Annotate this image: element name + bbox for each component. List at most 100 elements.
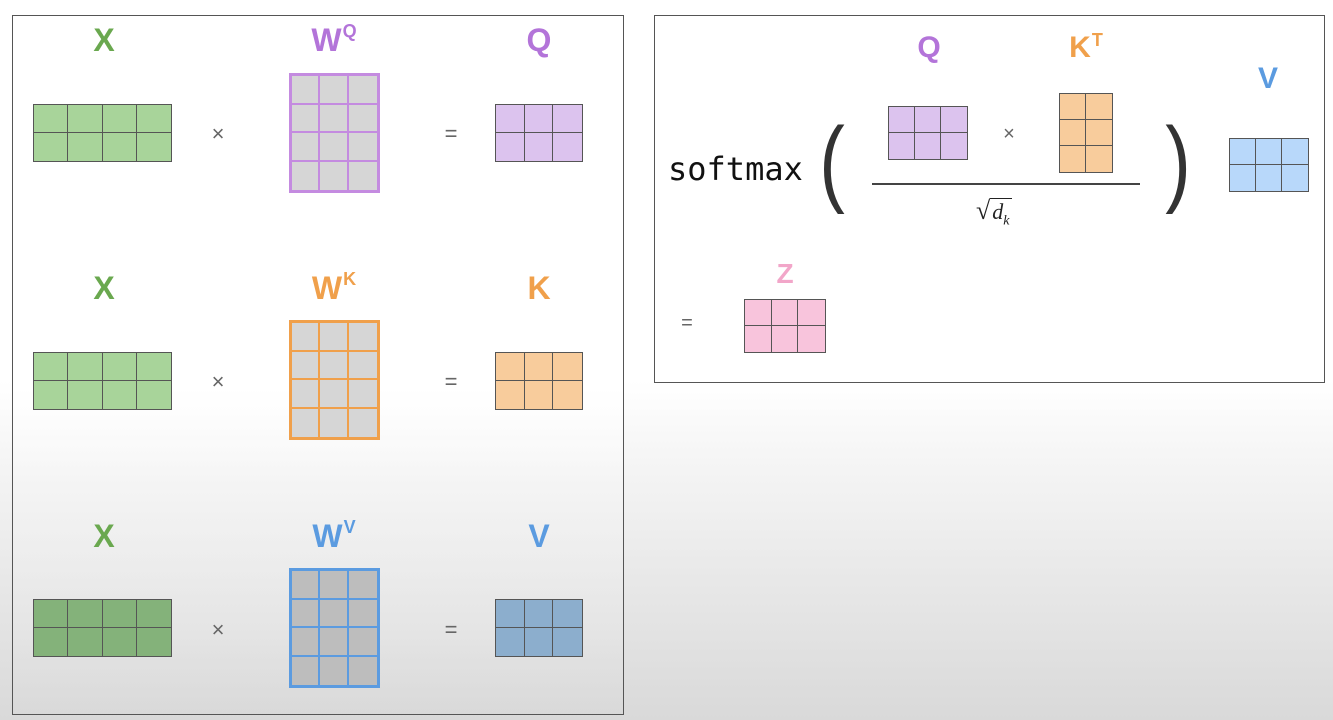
matrix-cell <box>320 408 349 437</box>
matrix-cell <box>1230 139 1256 165</box>
matrix-cell <box>496 353 525 381</box>
matrix-cell <box>553 353 582 381</box>
matrix-cell <box>524 600 554 628</box>
matrix-cell <box>34 105 69 133</box>
x-label: X <box>93 518 115 554</box>
matrix-cell <box>320 104 349 133</box>
kt-matrix <box>1059 93 1113 173</box>
matrix-cell <box>348 323 377 352</box>
matrix-cell <box>496 133 525 161</box>
matrix-cell <box>524 353 554 381</box>
matrix-cell <box>745 300 772 326</box>
matrix-cell <box>1060 146 1086 172</box>
x-matrix <box>33 599 172 657</box>
matrix-cell <box>137 381 171 409</box>
matrix-cell <box>889 107 915 133</box>
matrix-cell <box>889 133 915 159</box>
matrix-cell <box>103 628 137 656</box>
wv-matrix <box>289 568 380 688</box>
matrix-cell <box>553 105 582 133</box>
matrix-cell <box>348 133 377 162</box>
matrix-cell <box>320 351 349 380</box>
v-matrix <box>495 599 583 657</box>
matrix-cell <box>137 133 171 161</box>
matrix-cell <box>348 600 377 628</box>
matrix-cell <box>745 326 772 352</box>
matrix-cell <box>348 380 377 409</box>
fraction-bar <box>872 183 1140 185</box>
matrix-cell <box>1060 120 1086 146</box>
matrix-cell <box>496 600 525 628</box>
matrix-cell <box>320 599 349 628</box>
x-matrix <box>33 104 172 162</box>
kt-label: KT <box>1069 30 1103 64</box>
matrix-cell <box>349 409 377 438</box>
equals-sign: = <box>681 312 693 334</box>
matrix-cell <box>34 133 69 161</box>
matrix-cell <box>525 381 554 409</box>
x-label: X <box>93 270 115 306</box>
matrix-cell <box>102 600 137 628</box>
matrix-cell <box>68 628 103 656</box>
matrix-cell <box>525 628 554 656</box>
left-paren: ( <box>819 108 845 215</box>
multiply-sign: × <box>211 617 225 642</box>
matrix-cell <box>34 381 69 409</box>
matrix-cell <box>292 599 321 628</box>
matrix-cell <box>136 600 171 628</box>
z-label: Z <box>776 258 794 289</box>
wk-label: WK <box>311 269 357 306</box>
matrix-cell <box>1282 165 1308 191</box>
matrix-cell <box>349 162 377 191</box>
right-paren: ) <box>1165 108 1191 215</box>
multiply-sign: × <box>211 369 225 394</box>
matrix-cell <box>348 352 377 380</box>
matrix-cell <box>34 600 69 628</box>
x-label: X <box>93 22 115 58</box>
matrix-cell <box>292 351 321 380</box>
equals-sign: = <box>444 121 458 146</box>
matrix-cell <box>524 105 554 133</box>
matrix-cell <box>34 353 69 381</box>
matrix-cell <box>915 107 941 133</box>
matrix-cell <box>496 105 525 133</box>
matrix-cell <box>136 353 171 381</box>
matrix-cell <box>1086 120 1112 146</box>
q-matrix <box>888 106 968 160</box>
matrix-cell <box>553 628 582 656</box>
matrix-cell <box>772 326 799 352</box>
matrix-cell <box>103 381 137 409</box>
matrix-cell <box>941 107 967 133</box>
v-label: V <box>528 518 550 554</box>
matrix-cell <box>292 628 321 657</box>
matrix-cell <box>292 161 321 190</box>
matrix-cell <box>553 133 582 161</box>
matrix-cell <box>1282 139 1308 165</box>
matrix-cell <box>798 326 825 352</box>
matrix-cell <box>292 380 321 409</box>
v-label: V <box>1257 62 1279 95</box>
matrix-cell <box>320 380 349 409</box>
matrix-cell <box>1256 139 1282 165</box>
multiply-sign: × <box>211 121 225 146</box>
matrix-cell <box>320 571 349 600</box>
matrix-cell <box>292 133 321 162</box>
matrix-cell <box>68 105 103 133</box>
matrix-cell <box>496 628 525 656</box>
z-matrix <box>744 299 826 353</box>
wq-matrix <box>289 73 380 193</box>
matrix-cell <box>1256 165 1282 191</box>
matrix-cell <box>349 657 377 686</box>
matrix-cell <box>320 133 349 162</box>
matrix-cell <box>348 76 377 105</box>
matrix-cell <box>525 133 554 161</box>
matrix-cell <box>348 571 377 600</box>
wk-matrix <box>289 320 380 440</box>
matrix-cell <box>771 300 799 326</box>
softmax-text: softmax <box>668 150 803 188</box>
wv-label: WV <box>312 517 356 554</box>
equals-sign: = <box>444 369 458 394</box>
q-label: Q <box>917 31 941 64</box>
matrix-cell <box>1060 94 1086 120</box>
k-label: K <box>527 270 551 306</box>
